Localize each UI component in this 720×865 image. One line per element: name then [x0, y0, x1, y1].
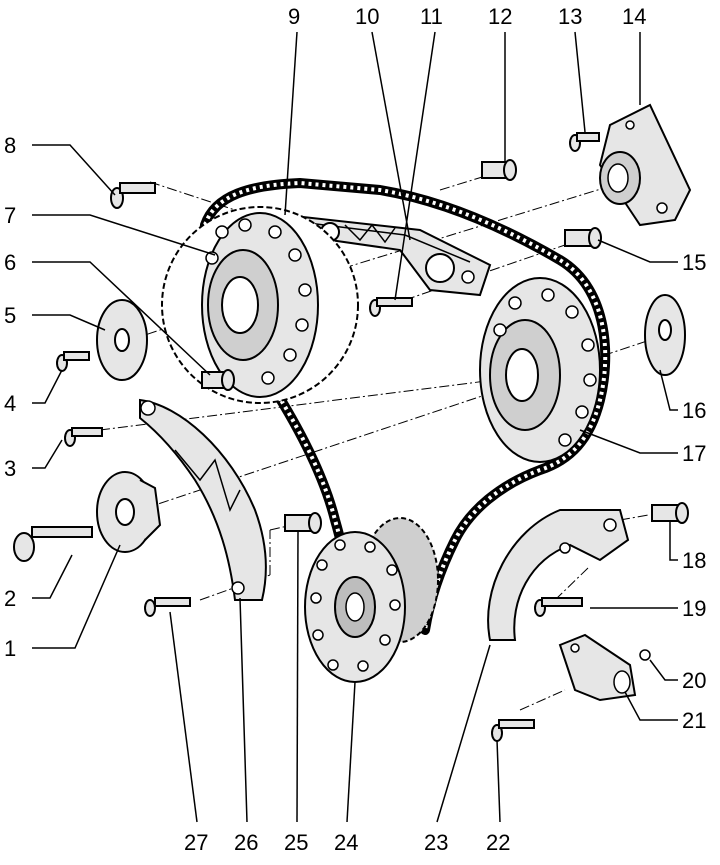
callout-21: 21	[682, 708, 707, 733]
callout-17: 17	[682, 441, 707, 466]
callout-24: 24	[334, 830, 359, 855]
callout-11: 11	[420, 4, 443, 29]
callout-14: 14	[622, 4, 647, 29]
bearing-cap	[598, 103, 692, 227]
callout-4: 4	[4, 391, 17, 416]
lower-chain-guide	[487, 509, 630, 641]
callout-25: 25	[284, 830, 309, 855]
callout-18: 18	[682, 548, 707, 573]
callout-8: 8	[4, 133, 17, 158]
callout-22: 22	[486, 830, 511, 855]
callout-20: 20	[682, 668, 707, 693]
callout-10: 10	[355, 4, 380, 29]
callout-19: 19	[682, 596, 707, 621]
callout-12: 12	[488, 4, 513, 29]
callout-9: 9	[288, 4, 301, 29]
callout-5: 5	[4, 303, 17, 328]
callout-26: 26	[234, 830, 259, 855]
leader-lines	[32, 31, 678, 823]
callout-7: 7	[4, 203, 17, 228]
callout-13: 13	[558, 4, 583, 29]
crankshaft-sprocket	[304, 517, 439, 683]
bolts-and-pins	[13, 132, 689, 742]
callout-15: 15	[682, 250, 707, 275]
callout-3: 3	[4, 456, 17, 481]
callout-16: 16	[682, 398, 707, 423]
camshaft-sprocket-right	[479, 277, 601, 463]
callout-6: 6	[4, 250, 17, 275]
washers	[96, 294, 686, 553]
chain-tensioner	[558, 633, 651, 702]
callout-27: 27	[184, 830, 209, 855]
tensioning-rail	[139, 398, 267, 601]
camshaft-sprocket-left	[161, 206, 359, 404]
callout-2: 2	[4, 586, 17, 611]
callout-1: 1	[4, 636, 17, 661]
callout-23: 23	[424, 830, 449, 855]
